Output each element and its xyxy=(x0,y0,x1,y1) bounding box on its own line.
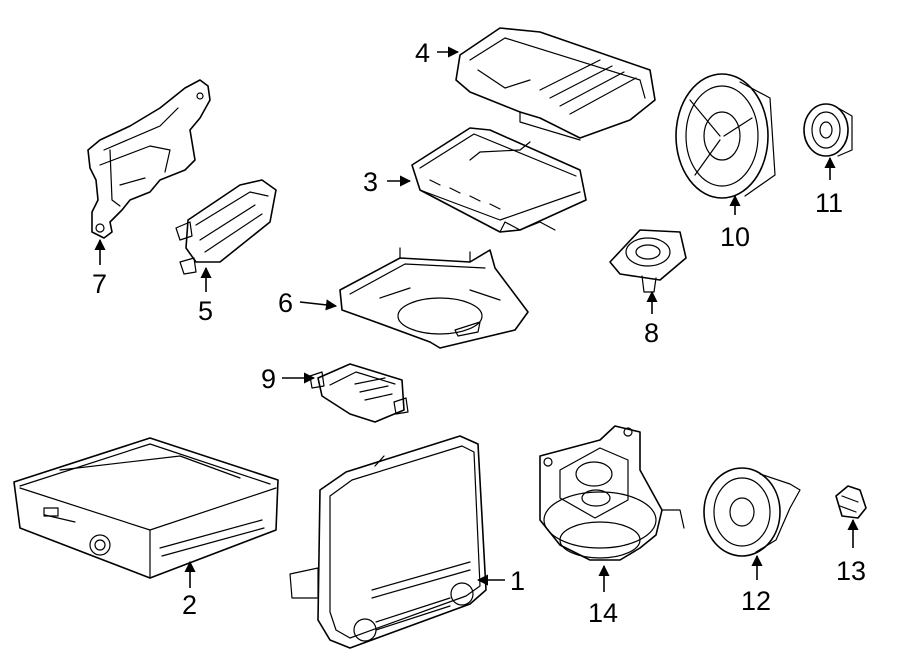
subwoofer-speaker xyxy=(539,425,685,561)
callout-3: 3 xyxy=(363,167,378,197)
antenna-module xyxy=(309,363,409,423)
callout-labels: 1 2 3 4 5 6 7 8 9 10 11 12 13 14 xyxy=(92,38,866,628)
small-speaker xyxy=(803,103,853,157)
mounting-bracket-tray xyxy=(339,247,529,349)
callout-2: 2 xyxy=(182,590,197,620)
callout-14: 14 xyxy=(588,598,618,628)
callout-12: 12 xyxy=(741,586,771,616)
connector xyxy=(835,485,867,519)
door-speaker xyxy=(675,73,776,199)
callout-6: 6 xyxy=(278,288,293,318)
leader-lines xyxy=(94,46,859,592)
small-module xyxy=(175,179,277,275)
radio-receiver xyxy=(13,437,279,579)
callout-7: 7 xyxy=(92,269,107,299)
amplifier-module xyxy=(455,27,656,141)
callout-5: 5 xyxy=(198,296,213,326)
rear-speaker xyxy=(703,467,801,557)
callout-13: 13 xyxy=(836,556,866,586)
tweeter-speaker xyxy=(609,229,687,293)
leader-6 xyxy=(299,299,338,311)
callout-9: 9 xyxy=(261,364,276,394)
callout-1: 1 xyxy=(510,566,525,596)
callout-11: 11 xyxy=(815,188,843,218)
head-unit-faceplate xyxy=(289,435,487,649)
callout-8: 8 xyxy=(644,318,659,348)
mounting-bracket xyxy=(87,79,211,239)
callout-10: 10 xyxy=(720,222,750,252)
control-module xyxy=(411,127,587,233)
callout-4: 4 xyxy=(415,38,430,68)
